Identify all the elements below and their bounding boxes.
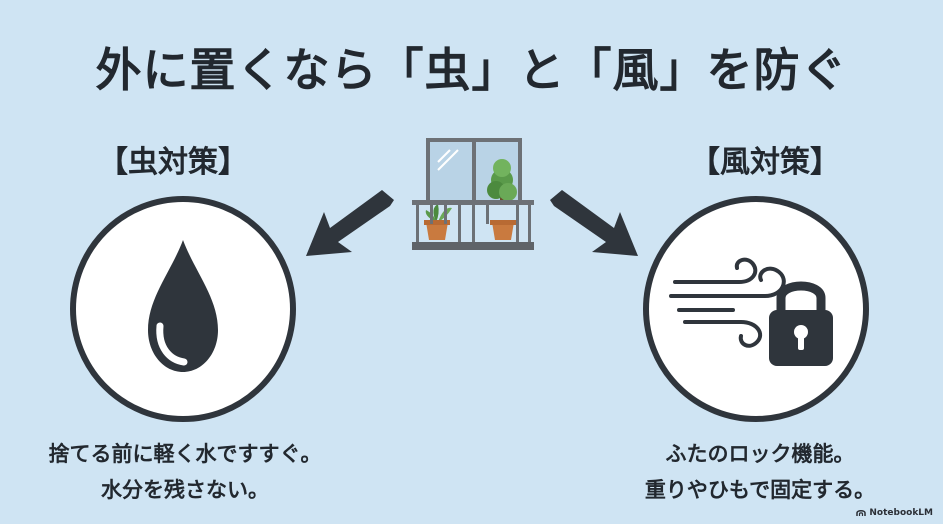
wind-measures-circle [643, 196, 869, 422]
bug-measures-label: 【虫対策】 [98, 145, 248, 180]
arrow-right-icon [550, 190, 638, 256]
page-title: 外に置くなら「虫」と「風」を防ぐ [95, 43, 848, 97]
bug-caption-line-2: 水分を残さない。 [101, 478, 269, 502]
wind-caption-line-2: 重りやひもで固定する。 [644, 478, 876, 502]
bug-measures-circle [70, 196, 296, 422]
bug-caption-line-1: 捨てる前に軽く水ですすぐ。 [48, 442, 322, 466]
brand-name: NotebookLM [869, 508, 933, 518]
wind-measures-label: 【風対策】 [690, 145, 840, 180]
wind-measures-caption: ふたのロック機能。 重りやひもで固定する。 [595, 436, 925, 508]
bug-measures-caption: 捨てる前に軽く水ですすぐ。 水分を残さない。 [20, 436, 350, 508]
wind-lock-icon [669, 257, 833, 366]
balcony-plants-icon [412, 138, 534, 250]
water-drop-icon [148, 240, 218, 372]
wind-caption-line-1: ふたのロック機能。 [665, 442, 855, 466]
arrow-left-icon [306, 190, 394, 256]
brand-watermark: NotebookLM [856, 508, 933, 518]
notebooklm-logo-icon [856, 510, 867, 516]
